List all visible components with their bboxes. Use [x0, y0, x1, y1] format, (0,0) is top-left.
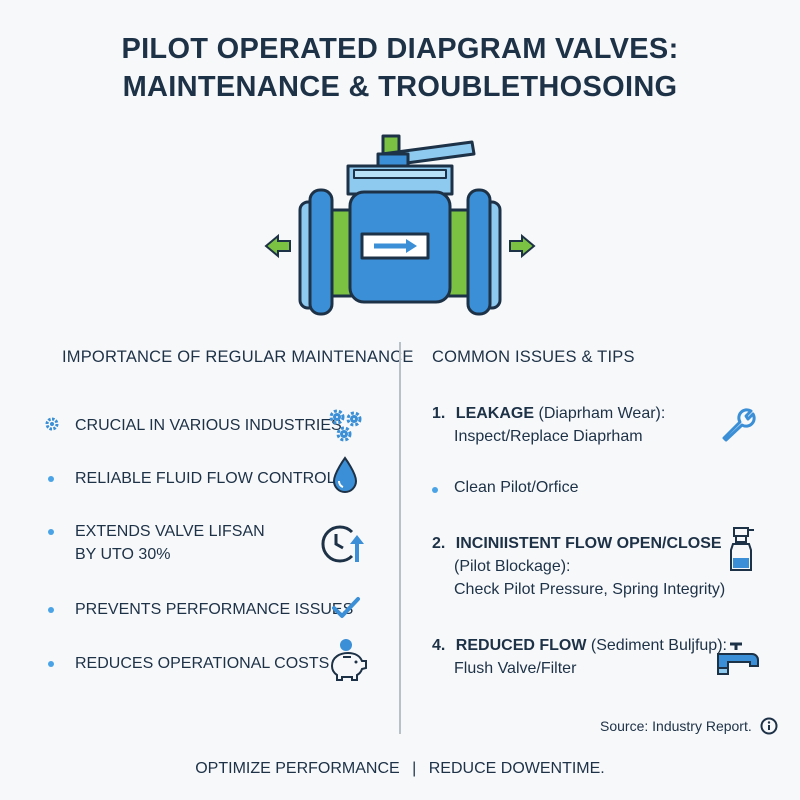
issue-item-leakage: 1. LEAKAGE (Diaprham Wear): Inspect/Repl… — [432, 402, 665, 448]
issue-tip: Flush Valve/Filter — [454, 660, 577, 677]
source-note: Source: Industry Report. — [600, 717, 778, 735]
issue-number: 4. — [432, 637, 446, 654]
title-line-1: PILOT OPERATED DIAPGRAM VALVES: — [121, 33, 679, 65]
footer-right: REDUCE DOWENTIME. — [428, 760, 605, 777]
item-label: CRUCIAL IN VARIOUS INDUSTRIES — [75, 417, 342, 434]
small-gear-icon — [45, 417, 59, 431]
issue-tip: Inspect/Replace Diaprham — [454, 428, 643, 445]
footer-left: OPTIMIZE PERFORMANCE — [195, 760, 400, 777]
issue-title: LEAKAGE — [455, 405, 535, 422]
bullet-dot — [48, 529, 54, 535]
tip-clean-pilot: Clean Pilot/Orfice — [454, 479, 579, 496]
diaphragm-valve-illustration — [264, 134, 536, 316]
left-flange — [308, 188, 334, 316]
issues-heading: COMMON ISSUES & TIPS — [432, 348, 635, 366]
checkmark-icon — [332, 597, 360, 618]
issue-number: 1. — [432, 405, 446, 422]
issue-item-reduced-flow: 4. REDUCED FLOW (Sediment Buljfup): Flus… — [432, 634, 727, 680]
clock-arrow-up-icon — [321, 525, 364, 563]
maintenance-heading: IMPORTANCE OF REGULAR MAINTENANCE — [62, 348, 414, 366]
page-title: PILOT OPERATED DIAPGRAM VALVES: MAINTENA… — [0, 30, 800, 106]
column-divider — [399, 342, 401, 734]
footer-tagline: OPTIMIZE PERFORMANCE | REDUCE DOWENTIME. — [0, 760, 800, 778]
item-label-line-1: EXTENDS VALVE LIFSAN — [75, 523, 265, 540]
title-line-2: MAINTENANCE & TROUBLETHOSOING — [122, 71, 678, 103]
bullet-dot — [48, 661, 54, 667]
item-label: PREVENTS PERFORMANCE ISSUES — [75, 601, 354, 618]
footer-separator: | — [412, 760, 417, 777]
spray-bottle-icon — [730, 527, 754, 571]
right-flow-arrow-icon — [509, 233, 536, 259]
flow-arrow-head — [406, 239, 417, 253]
bullet-dot — [48, 476, 54, 482]
issue-title: REDUCED FLOW — [455, 637, 587, 654]
source-text: Source: Industry Report. — [600, 718, 752, 734]
item-label-line-2: BY UTO 30% — [75, 546, 171, 563]
gears-icon — [329, 409, 362, 442]
piggy-bank-icon — [330, 639, 367, 681]
bullet-dot — [48, 607, 54, 613]
faucet-icon — [717, 642, 759, 675]
issue-subtitle: (Sediment Buljfup): — [590, 637, 727, 654]
water-drop-icon — [332, 456, 358, 493]
item-label: REDUCES OPERATIONAL COSTS — [75, 655, 330, 672]
info-icon[interactable] — [760, 717, 778, 735]
issue-subtitle: (Diaprham Wear): — [538, 405, 666, 422]
left-flow-arrow-icon — [264, 233, 291, 259]
issue-item-inconsistent-flow: 2. INCINIISTENT FLOW OPEN/CLOSE (Pilot B… — [432, 532, 725, 601]
issue-number: 2. — [432, 535, 446, 552]
issue-subtitle: (Pilot Blockage): — [454, 558, 571, 575]
bullet-dot — [432, 487, 438, 493]
right-flange — [466, 188, 492, 316]
issue-title: INCINIISTENT FLOW OPEN/CLOSE — [455, 535, 722, 552]
issue-tip: Check Pilot Pressure, Spring Integrity) — [454, 581, 726, 598]
item-label: RELIABLE FLUID FLOW CONTROL — [75, 470, 336, 487]
wrench-icon — [722, 408, 756, 442]
